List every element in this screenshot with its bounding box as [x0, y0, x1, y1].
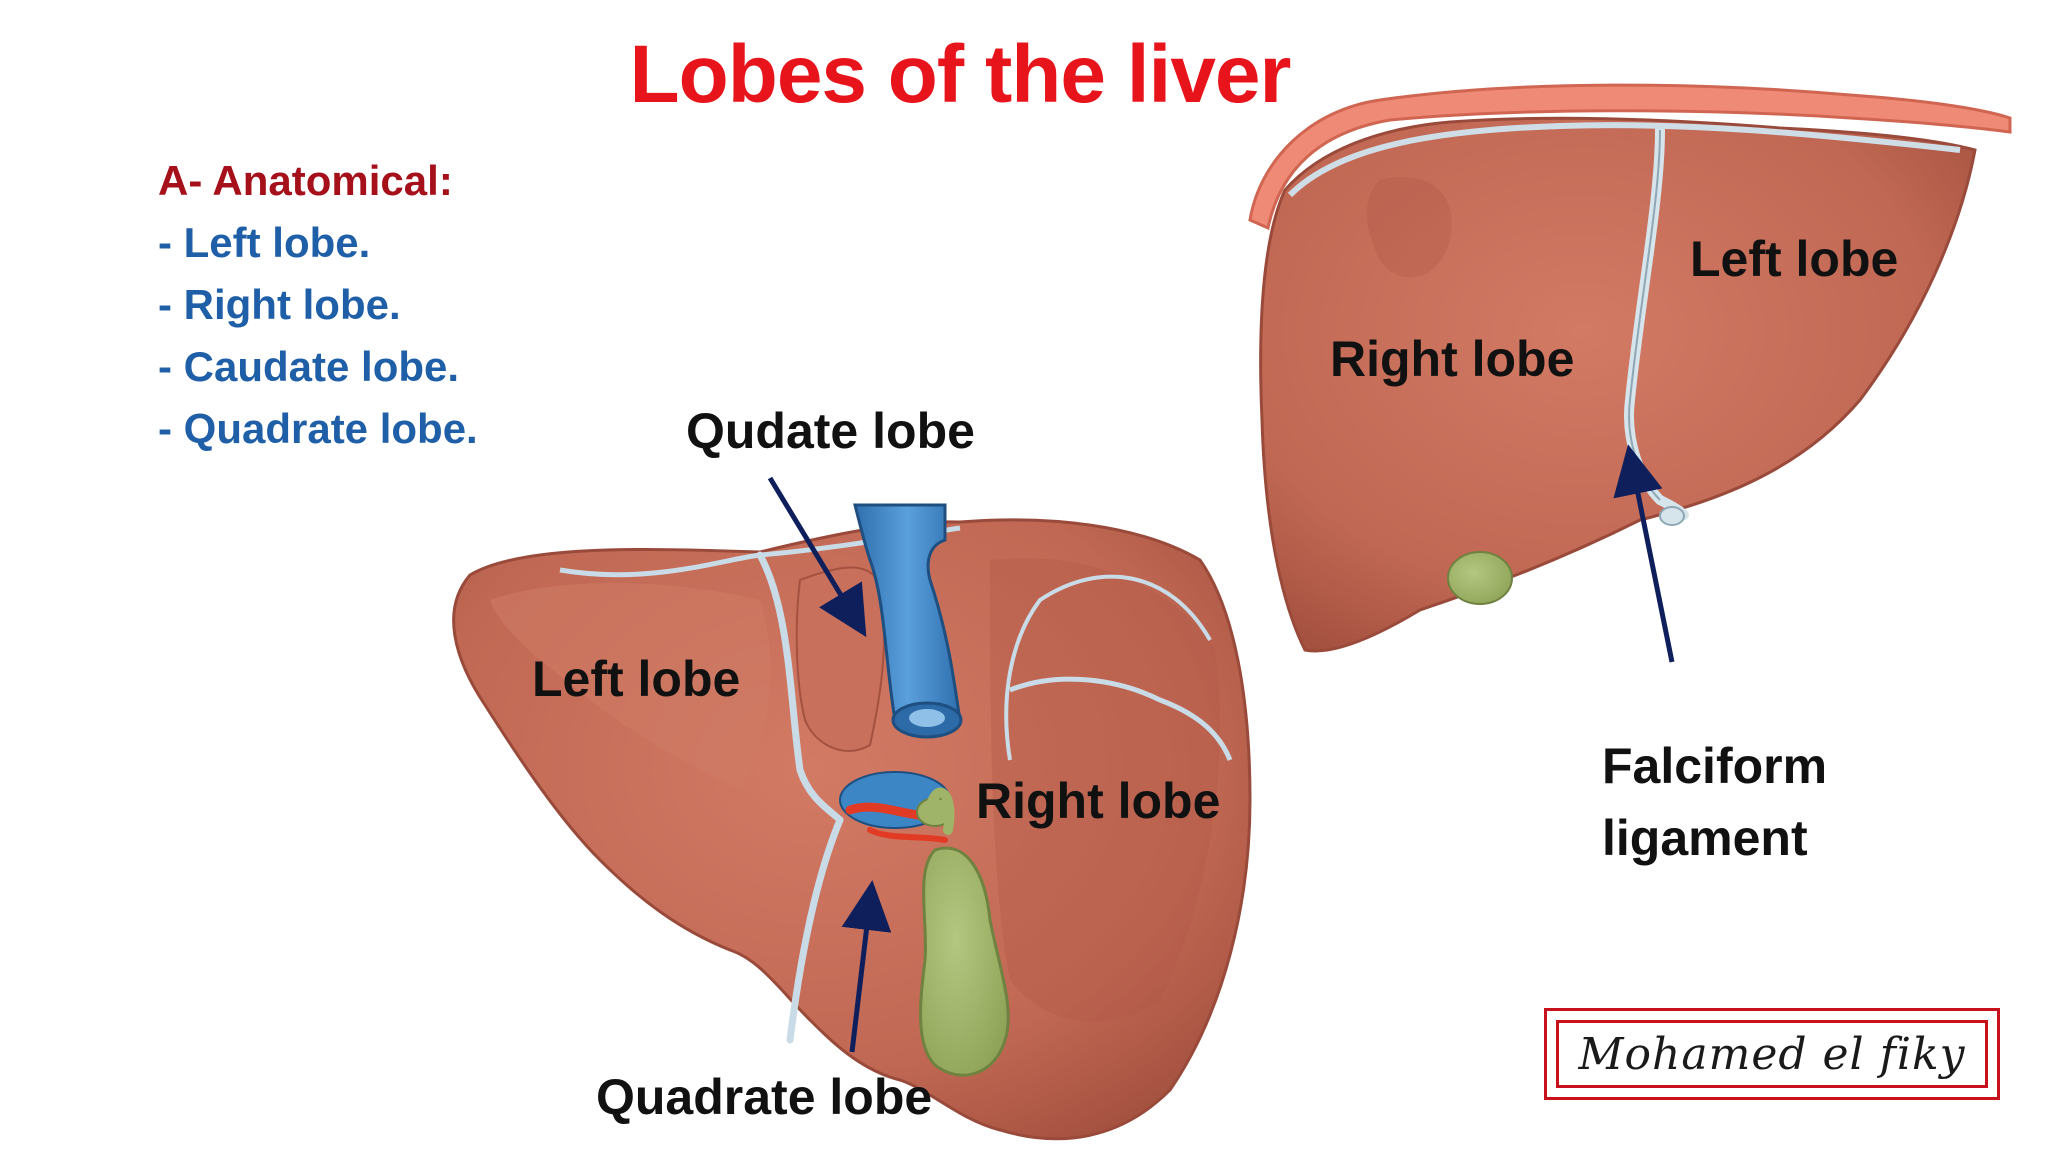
- gallbladder: [919, 846, 1010, 1077]
- classification-heading: A- Anatomical:: [158, 157, 453, 204]
- signature-text: Mohamed el fiky: [1578, 1028, 1966, 1080]
- label-inferior-right-lobe: Right lobe: [976, 773, 1221, 829]
- label-inferior-left-lobe: Left lobe: [532, 651, 741, 707]
- bare-area-line: [1004, 574, 1212, 761]
- arrow-caudate-lobe: [767, 476, 867, 638]
- classification-list: A- Anatomical: - Left lobe. - Right lobe…: [158, 150, 478, 460]
- page-title: Lobes of the liver: [629, 29, 1292, 120]
- fissure-ligamentum-teres: [786, 816, 844, 1044]
- inferior-vena-cava: [853, 503, 963, 739]
- arrow-falciform-ligament: [1613, 444, 1675, 663]
- signature-inner-frame: Mohamed el fiky: [1556, 1020, 1988, 1088]
- list-item-quadrate-lobe: - Quadrate lobe.: [158, 405, 478, 452]
- fissure-ligamentum-venosum: [756, 551, 844, 824]
- ligamentum-teres-end: [1659, 506, 1685, 526]
- list-item-caudate-lobe: - Caudate lobe.: [158, 343, 460, 390]
- left-lobe-shading: [490, 583, 771, 790]
- label-falciform-line2: ligament: [1602, 810, 1808, 866]
- anterior-liver-view: [1248, 83, 2012, 653]
- anterior-shading: [1366, 177, 1452, 278]
- anterior-liver-body: [1259, 116, 1977, 653]
- right-triangular-ligament-line: [1009, 676, 1233, 761]
- coronary-ligament-anterior: [1287, 122, 1961, 198]
- list-item-left-lobe: - Left lobe.: [158, 219, 371, 266]
- label-falciform-line1: Falciform: [1602, 738, 1828, 794]
- signature-box: Mohamed el fiky: [1544, 1008, 2000, 1100]
- label-falciform-ligament: Falciform ligament: [1602, 730, 1827, 874]
- label-caudate-lobe: Qudate lobe: [686, 403, 975, 459]
- label-anterior-right-lobe: Right lobe: [1330, 331, 1575, 387]
- label-quadrate-lobe: Quadrate lobe: [596, 1069, 933, 1125]
- label-anterior-left-lobe: Left lobe: [1690, 231, 1899, 287]
- cystic-duct: [925, 787, 955, 835]
- diaphragm-strip: [1248, 83, 2012, 231]
- gallbladder-fundus: [1447, 551, 1513, 605]
- list-item-right-lobe: - Right lobe.: [158, 281, 401, 328]
- inferior-liver-view: [452, 503, 1252, 1141]
- arrow-quadrate-lobe: [841, 880, 892, 1053]
- right-lobe-shading: [990, 558, 1220, 1022]
